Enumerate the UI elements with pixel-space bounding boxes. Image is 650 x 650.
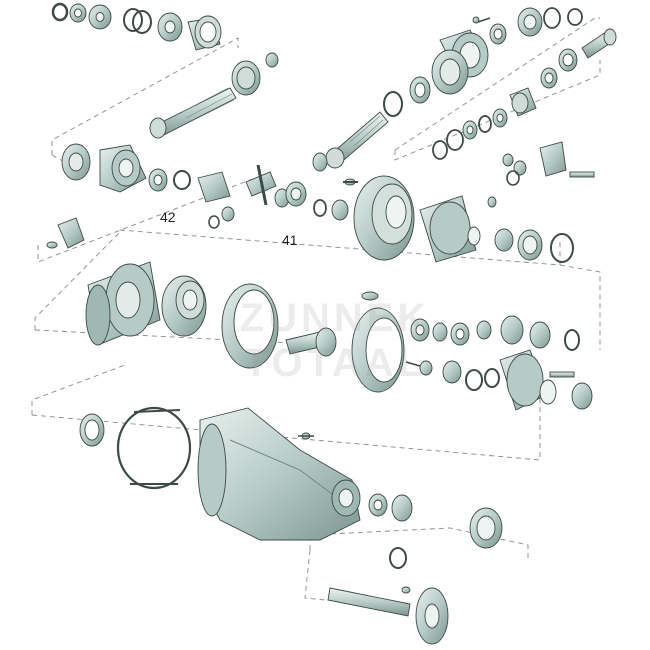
seal-ring-left bbox=[79, 413, 105, 447]
ring-gear bbox=[351, 307, 405, 393]
output-hub bbox=[499, 349, 593, 411]
crown-wheel-and-carrier bbox=[343, 175, 574, 263]
brake-disc-pack bbox=[161, 275, 207, 337]
hub-carrier bbox=[85, 261, 161, 346]
washer-set-right bbox=[432, 108, 595, 186]
input-pinion-shaft bbox=[149, 52, 279, 139]
bearing-set-lower bbox=[368, 493, 503, 549]
callout-label-41: 41 bbox=[282, 232, 298, 248]
callout-label-42: 42 bbox=[160, 209, 176, 225]
friction-ring bbox=[221, 283, 379, 369]
planet-gear-set bbox=[405, 315, 580, 391]
sun-gear-shaft bbox=[285, 327, 337, 357]
axle-housing bbox=[197, 407, 361, 541]
middle-spline-shaft bbox=[312, 111, 389, 172]
top-left-rings bbox=[51, 2, 222, 51]
o-ring bbox=[116, 406, 192, 490]
top-right-cluster bbox=[383, 7, 617, 117]
output-axle-shaft bbox=[327, 547, 449, 645]
differential-case-left bbox=[46, 143, 349, 249]
